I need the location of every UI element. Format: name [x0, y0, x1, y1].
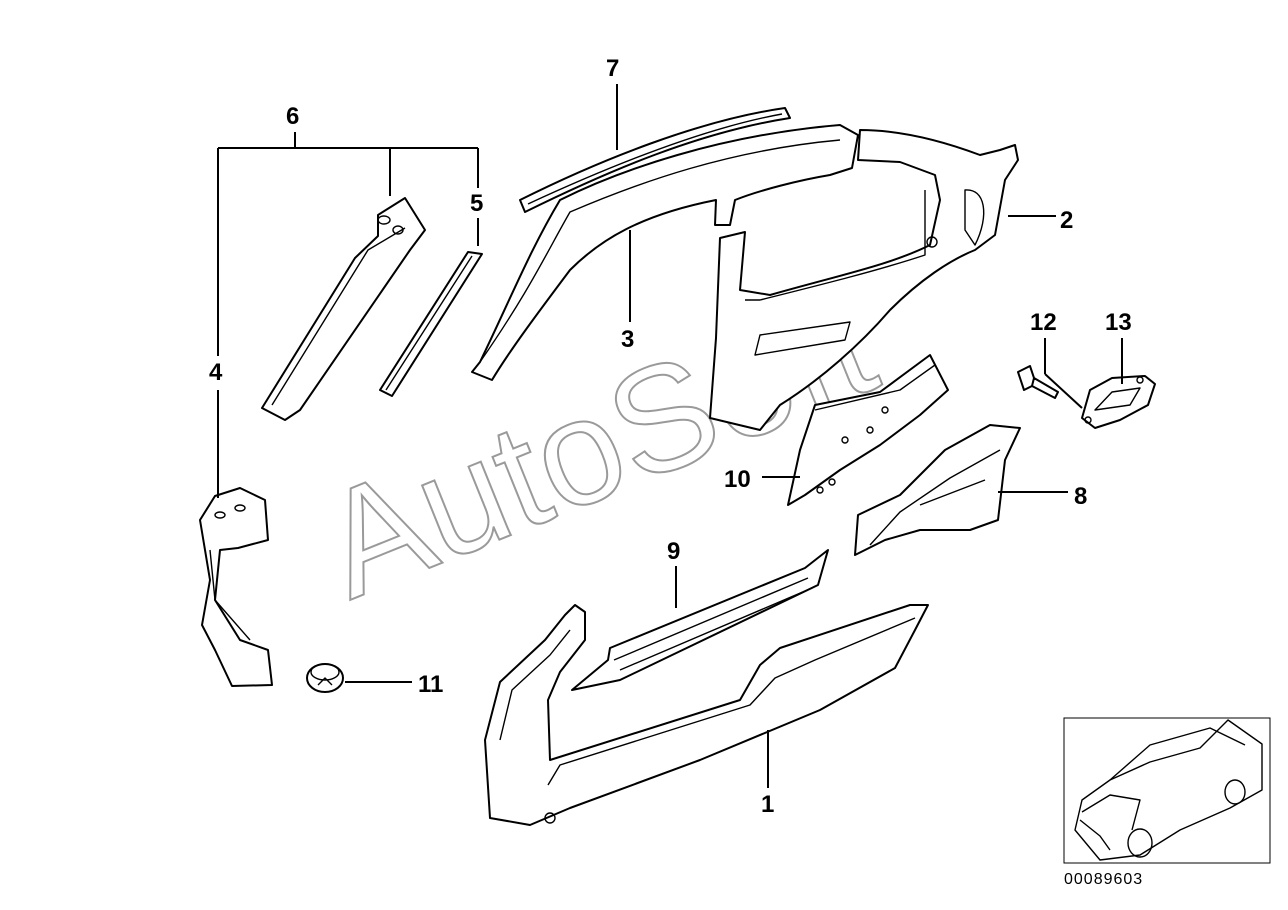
part-9-sill-reinforcement — [571, 549, 829, 691]
callout-6: 6 — [286, 103, 299, 130]
callout-7: 7 — [606, 55, 619, 82]
callout-4: 4 — [209, 359, 223, 386]
part-7-roof-strip — [519, 107, 791, 213]
callout-2: 2 — [1060, 207, 1073, 234]
part-11-grommet — [306, 663, 344, 693]
part-5-seal-strip — [379, 251, 483, 397]
callout-11: 11 — [418, 671, 443, 698]
part-4-pillar-bracket — [199, 487, 273, 687]
leader-lines — [217, 84, 1123, 788]
diagram-reference-code: 00089603 — [1064, 871, 1143, 888]
part-2-rear-quarter — [709, 129, 1019, 431]
callout-12: 12 — [1030, 309, 1057, 336]
part-12-bolt — [1017, 365, 1059, 399]
part-8-wheel-arch-bracket — [854, 424, 1021, 556]
vehicle-inset — [1063, 717, 1271, 864]
part-6-pillar-reinforcement — [261, 197, 426, 421]
part-3-roof-frame — [471, 124, 859, 381]
callout-3: 3 — [621, 326, 634, 353]
callout-10: 10 — [724, 466, 751, 493]
part-13-clip — [1081, 375, 1156, 429]
callout-labels: 7 6 5 3 2 4 12 13 10 8 9 11 1 — [209, 55, 1132, 818]
callout-5: 5 — [470, 190, 483, 217]
callout-8: 8 — [1074, 483, 1087, 510]
callout-1: 1 — [761, 791, 774, 818]
part-10-inner-panel — [787, 354, 949, 506]
part-1-side-sill — [484, 604, 929, 826]
callout-9: 9 — [667, 538, 680, 565]
callout-13: 13 — [1105, 309, 1132, 336]
